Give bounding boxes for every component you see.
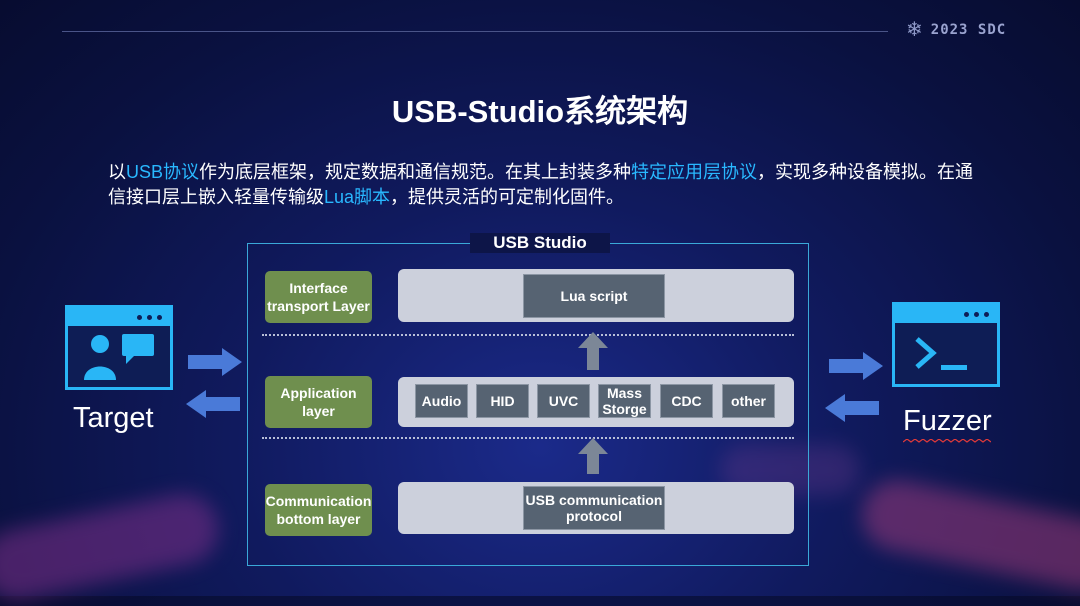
arrow-right-icon xyxy=(829,352,883,380)
header-divider xyxy=(62,31,888,32)
layer-separator xyxy=(262,334,794,336)
usb-protocol-box: USB communication protocol xyxy=(523,486,665,530)
arrow-left-icon xyxy=(825,394,879,422)
up-arrow-icon xyxy=(578,332,608,370)
desc-highlight-lua: Lua脚本 xyxy=(324,187,391,207)
module-uvc: UVC xyxy=(537,384,590,418)
up-arrow-icon xyxy=(578,438,608,474)
video-chat-icon xyxy=(84,334,154,380)
snowflake-icon: ❄ xyxy=(906,19,923,41)
decor-glow-left xyxy=(0,487,225,606)
description: 以USB协议作为底层框架，规定数据和通信规范。在其上封装多种特定应用层协议，实现… xyxy=(108,160,988,210)
layer-separator xyxy=(262,437,794,439)
lua-script-box: Lua script xyxy=(523,274,665,318)
layer-label-interface: Interface transport Layer xyxy=(265,271,372,323)
brand-text: 2023 SDC xyxy=(930,22,1007,38)
spellcheck-underline xyxy=(903,439,991,443)
decor-glow-right xyxy=(855,473,1080,597)
desc-highlight-usb: USB协议 xyxy=(126,162,200,182)
module-mass-storage: Mass Storge xyxy=(598,384,651,418)
module-audio: Audio xyxy=(415,384,468,418)
terminal-prompt-icon xyxy=(915,337,967,370)
layer-label-application: Application layer xyxy=(265,376,372,428)
fuzzer-label: Fuzzer xyxy=(903,405,992,437)
desc-text-4: ，提供灵活的可定制化固件。 xyxy=(390,187,625,207)
target-label: Target xyxy=(73,402,154,434)
module-hid: HID xyxy=(476,384,529,418)
module-other: other xyxy=(722,384,775,418)
usb-studio-title: USB Studio xyxy=(470,233,610,253)
arrow-left-icon xyxy=(186,390,240,418)
desc-text-1: 以 xyxy=(108,162,126,182)
module-cdc: CDC xyxy=(660,384,713,418)
desc-highlight-protocol: 特定应用层协议 xyxy=(631,162,758,182)
fuzzer-screen-icon xyxy=(892,302,1000,387)
page-title: USB-Studio系统架构 xyxy=(391,94,689,129)
arrow-right-icon xyxy=(188,348,242,376)
desc-text-2: 作为底层框架，规定数据和通信规范。在其上封装多种 xyxy=(199,162,632,182)
sdc-logo: ❄ 2023 SDC xyxy=(906,20,1006,40)
desc-text-3: ，实现多种设备模拟。在通信接口层上嵌入轻量传输级 xyxy=(108,162,974,207)
target-screen-icon xyxy=(65,305,173,390)
layer-label-communication: Communication bottom layer xyxy=(265,484,372,536)
